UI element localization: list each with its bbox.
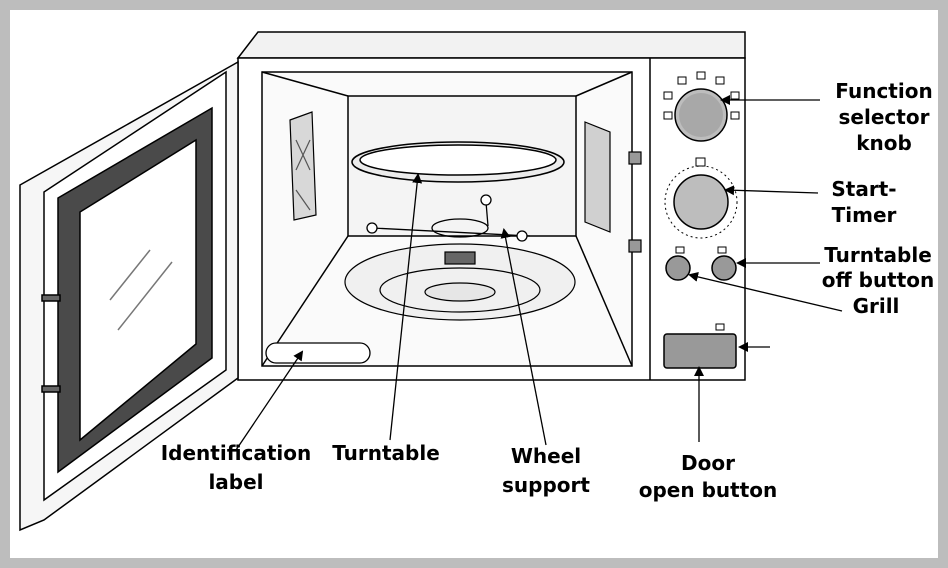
label-turntable: Turntable <box>332 441 440 465</box>
identification-label-plate <box>265 342 371 364</box>
turntable-plate <box>351 141 565 183</box>
turntable-off-button[interactable] <box>711 255 737 281</box>
label-door-open-line1: Door <box>681 451 735 475</box>
cavity-vents <box>289 111 642 253</box>
door-open-button[interactable] <box>663 333 737 369</box>
label-door-open-line2: open button <box>639 478 777 502</box>
label-start-timer-line1: Start- <box>831 177 896 201</box>
labels: Function selector knob Start- Timer Turn… <box>161 79 935 502</box>
label-turntable-off-line2: off button <box>822 268 935 292</box>
control-panel <box>663 71 740 369</box>
label-turntable-off-line1: Turntable <box>824 243 932 267</box>
start-timer-knob[interactable] <box>673 174 729 230</box>
timer-scale <box>664 157 738 239</box>
label-function-line3: knob <box>856 131 912 155</box>
label-wheel-support-line2: support <box>502 473 590 497</box>
label-identification-line2: label <box>208 470 263 494</box>
label-start-timer-line2: Timer <box>832 203 897 227</box>
cavity-floor <box>344 243 576 321</box>
label-wheel-support-line1: Wheel <box>511 444 581 468</box>
label-function-line2: selector <box>839 105 930 129</box>
label-grill: Grill <box>853 294 900 318</box>
grill-button[interactable] <box>665 255 691 281</box>
leader-lines <box>235 95 843 451</box>
label-function-line1: Function <box>835 79 932 103</box>
function-knob-icons <box>663 71 740 120</box>
oven-door <box>19 60 239 532</box>
label-identification-line1: Identification <box>161 441 312 465</box>
